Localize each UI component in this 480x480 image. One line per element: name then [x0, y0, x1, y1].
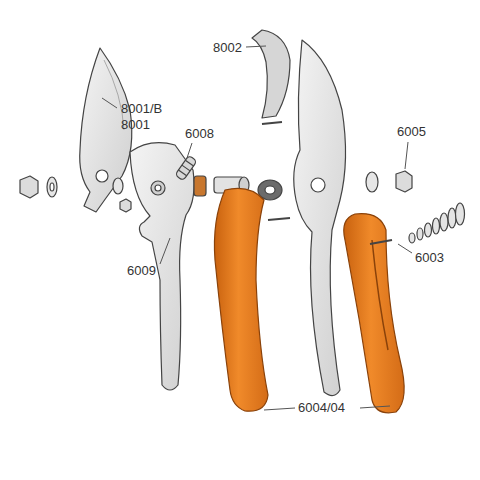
hex-nut — [20, 176, 38, 198]
pivot-boss — [151, 181, 165, 195]
pivot-hole — [96, 170, 108, 182]
callout-number: 6005 — [396, 124, 427, 139]
grip-slot — [372, 240, 388, 350]
callout-number: 6004/04 — [297, 400, 346, 415]
callout-number: 8001 — [120, 117, 151, 132]
grip-screw — [370, 240, 392, 244]
washer — [47, 177, 57, 197]
anvil-screw — [262, 122, 282, 124]
orange-grip — [344, 214, 404, 413]
washer-hole — [50, 183, 54, 191]
washer — [366, 172, 378, 192]
washer — [113, 178, 123, 194]
orange-grip — [214, 188, 268, 411]
small-nut — [120, 199, 131, 212]
callout-number: 8002 — [212, 40, 243, 55]
coil-spring — [409, 203, 465, 243]
spring-pin — [175, 155, 197, 180]
anvil-blade — [252, 30, 290, 118]
pivot-hole — [155, 185, 161, 191]
pivot-hole — [311, 178, 325, 192]
washer-hole — [265, 186, 275, 194]
callout-number: 8001/B — [120, 101, 163, 116]
callout-number: 6009 — [126, 263, 157, 278]
catch-roller — [194, 176, 206, 196]
leader-lines — [102, 46, 412, 410]
hex-nut — [396, 171, 412, 192]
callout-number: 6008 — [184, 126, 215, 141]
grip-screw — [268, 218, 290, 220]
callout-number: 6003 — [414, 250, 445, 265]
upper-handle-frame — [294, 40, 346, 396]
